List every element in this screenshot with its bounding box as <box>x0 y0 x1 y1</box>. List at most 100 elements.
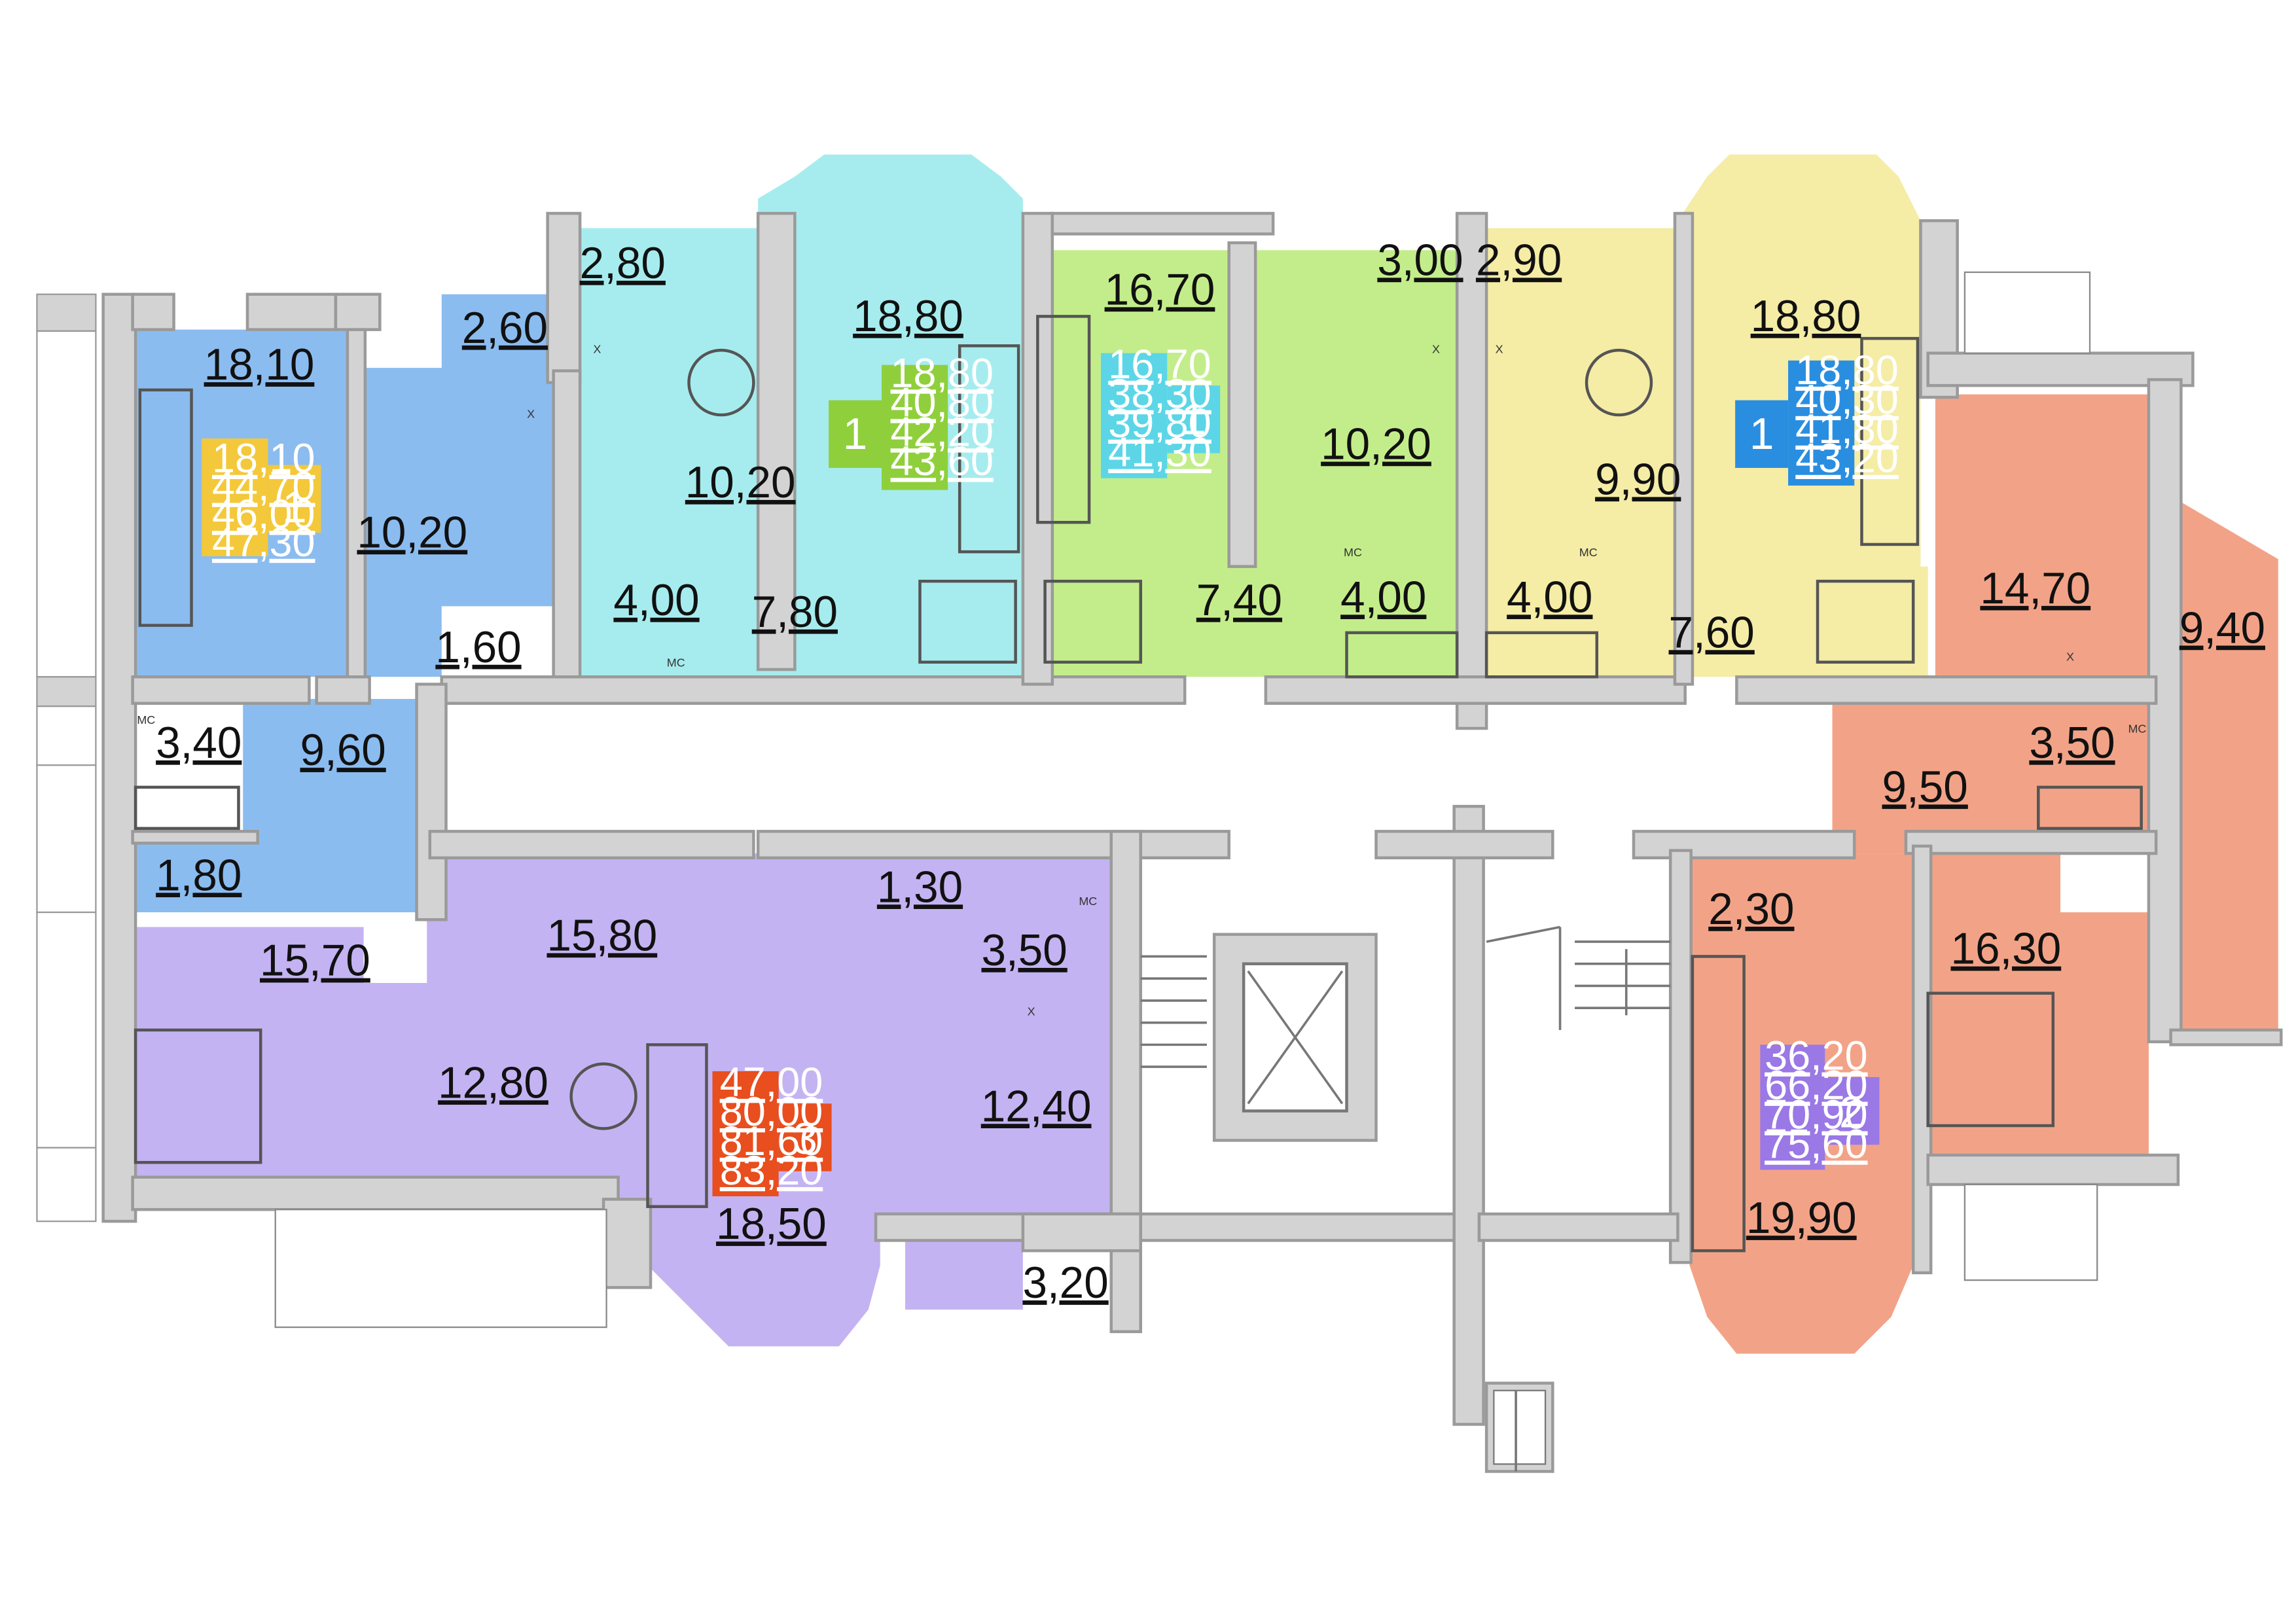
badge-yellow-apartment: 18,80 40,30 41,80 43,20 1 <box>1735 348 1899 486</box>
room-area: 10,20 <box>1321 420 1431 469</box>
room-area: 18,10 <box>204 340 315 389</box>
room-area: 10,20 <box>357 508 467 557</box>
stove-mark: Х <box>2066 651 2074 664</box>
room-area: 2,80 <box>580 239 666 288</box>
area-value: 18,80 <box>1795 348 1899 393</box>
badge-green-apartment: 16,70 38,30 39,80 41,30 1 <box>1101 342 1221 478</box>
room-area: 3,00 <box>1377 236 1463 285</box>
room-area: 18,80 <box>853 292 963 341</box>
area-value: 38,30 <box>1108 371 1211 417</box>
stove-mark: Х <box>527 408 535 421</box>
room-area: 10,20 <box>685 458 796 507</box>
badge-cyan-apartment: 18,80 40,80 42,20 43,60 1 <box>829 350 994 490</box>
area-value: 47,30 <box>212 520 315 565</box>
stove-mark: Х <box>1432 343 1440 356</box>
walls <box>101 211 2283 1473</box>
area-value: 81,60 <box>720 1118 823 1164</box>
room-area: 18,50 <box>716 1200 827 1249</box>
area-value: 40,30 <box>1795 377 1899 423</box>
area-value: 70,90 <box>1765 1092 1868 1138</box>
stove-mark: Х <box>593 343 601 356</box>
room-labels-purple: 1,30 15,80 3,50 15,70 12,80 12,40 18,50 … <box>260 863 1109 1308</box>
area-value: 83,20 <box>720 1148 823 1194</box>
area-value: 36,20 <box>1765 1033 1868 1079</box>
room-area: 2,60 <box>462 304 548 353</box>
room-area: 1,80 <box>156 851 242 900</box>
room-area: 2,30 <box>1708 885 1794 934</box>
room-area: 15,80 <box>547 911 657 960</box>
room-area: 9,60 <box>300 726 386 775</box>
area-value: 46,00 <box>212 491 315 537</box>
room-area: 1,30 <box>877 863 963 912</box>
room-labels-green: 16,70 3,00 10,20 7,40 4,00 <box>1105 236 1463 624</box>
room-count: 1 <box>843 410 868 459</box>
room-area: 19,90 <box>1746 1194 1857 1243</box>
apartment-yellow[interactable] <box>1476 154 1928 677</box>
room-area: 7,40 <box>1196 576 1282 625</box>
area-value: 41,30 <box>1108 430 1211 476</box>
area-value: 16,70 <box>1108 342 1211 387</box>
area-value: 66,20 <box>1765 1063 1868 1109</box>
room-labels-cyan: 2,80 18,80 10,20 4,00 7,80 <box>580 239 963 637</box>
room-area: 3,20 <box>1022 1258 1108 1308</box>
badge-blue-apartment: 18,10 44,70 46,00 47,30 1 <box>202 436 321 565</box>
apartment-purple[interactable] <box>132 853 1111 1347</box>
badge-purple-apartment: 47,00 80,00 81,60 83,20 3 <box>712 1060 832 1196</box>
room-count: 1 <box>282 483 307 532</box>
room-area: 15,70 <box>260 936 370 986</box>
room-labels-orange: 14,70 9,40 3,50 9,50 2,30 16,30 19,90 <box>1708 564 2265 1243</box>
apartment-cyan[interactable] <box>577 154 1023 677</box>
wc-mark: МС <box>1079 895 1097 908</box>
room-area: 2,90 <box>1476 236 1562 285</box>
area-value: 39,80 <box>1108 401 1211 446</box>
area-value: 18,80 <box>891 350 994 396</box>
area-value: 43,20 <box>1795 436 1899 482</box>
wc-mark: МС <box>137 713 155 726</box>
area-value: 43,60 <box>891 438 994 484</box>
room-area: 3,50 <box>2029 719 2115 768</box>
room-count: 1 <box>1749 410 1774 459</box>
room-area: 9,40 <box>2179 604 2265 653</box>
area-value: 18,10 <box>212 436 315 482</box>
area-value: 80,00 <box>720 1089 823 1135</box>
room-area: 16,30 <box>1950 925 2061 974</box>
room-count: 3 <box>793 1115 817 1164</box>
room-area: 7,80 <box>752 588 838 637</box>
area-value: 75,60 <box>1765 1122 1868 1168</box>
room-area: 16,70 <box>1105 265 1215 314</box>
room-area: 4,00 <box>1340 573 1426 622</box>
staircase <box>1140 925 1671 1472</box>
room-area: 4,00 <box>1507 573 1592 622</box>
room-area: 9,50 <box>1882 762 1968 812</box>
room-count: 1 <box>1181 395 1206 444</box>
apartment-blue[interactable] <box>132 294 554 913</box>
room-labels-yellow: 2,90 18,80 9,90 4,00 7,60 <box>1476 236 1861 657</box>
furniture <box>134 315 2143 1253</box>
wc-mark: МС <box>1344 546 1362 559</box>
stove-mark: Х <box>1496 343 1503 356</box>
area-value: 44,70 <box>212 463 315 509</box>
room-count: 2 <box>1839 1088 1864 1137</box>
room-area: 14,70 <box>1980 564 2090 613</box>
room-area: 4,00 <box>613 576 699 625</box>
wc-mark: МС <box>2128 722 2146 736</box>
area-value: 47,00 <box>720 1060 823 1105</box>
room-area: 3,50 <box>982 926 1067 975</box>
room-area: 3,40 <box>156 719 242 768</box>
area-value: 41,80 <box>1795 406 1899 452</box>
fixture-marks: МС МС МС МС МС МС Х Х Х Х Х Х <box>137 343 2146 1018</box>
badge-orange-apartment: 36,20 66,20 70,90 75,60 2 <box>1760 1033 1880 1170</box>
wc-mark: МС <box>1579 546 1598 559</box>
room-area: 18,80 <box>1751 292 1861 341</box>
room-area: 7,60 <box>1669 608 1755 657</box>
room-area: 12,80 <box>438 1058 548 1107</box>
stove-mark: Х <box>1028 1005 1035 1018</box>
balcony-left <box>36 271 2098 1329</box>
room-labels-blue: 18,10 2,60 10,20 1,60 3,40 9,60 1,80 <box>156 304 548 900</box>
wc-mark: МС <box>667 656 685 669</box>
room-area: 12,40 <box>981 1082 1092 1131</box>
room-area: 1,60 <box>435 623 521 672</box>
room-area: 9,90 <box>1595 455 1681 504</box>
area-value: 42,20 <box>891 409 994 455</box>
